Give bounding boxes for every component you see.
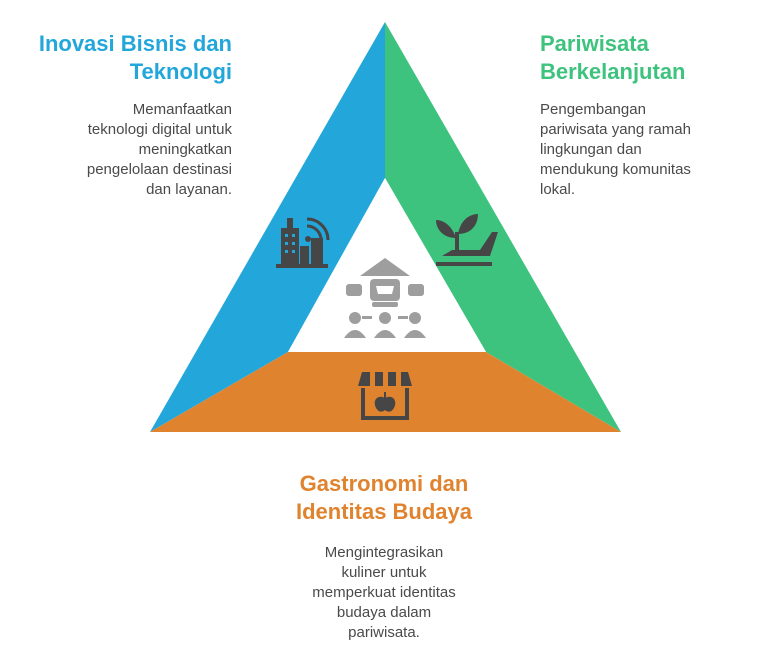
technology-title: Inovasi Bisnis dan Teknologi <box>38 31 232 84</box>
hand-sprout-icon <box>436 214 498 266</box>
market-stall-apple-icon <box>358 372 412 420</box>
community-leader-icon <box>344 258 426 338</box>
gastronomy-title: Gastronomi dan Identitas Budaya <box>295 471 473 524</box>
tourism-description: Pengembangan pariwisata yang ramah lingk… <box>540 101 691 198</box>
technology-description: Memanfaatkan teknologi digital untuk men… <box>86 101 232 198</box>
tourism-title: Pariwisata Berkelanjutan <box>540 31 686 84</box>
technology-segment <box>150 22 385 432</box>
tourism-segment <box>385 22 621 432</box>
gastronomy-description: Mengintegrasikan kuliner untuk memperkua… <box>312 544 456 641</box>
city-buildings-wifi-icon <box>276 217 330 268</box>
